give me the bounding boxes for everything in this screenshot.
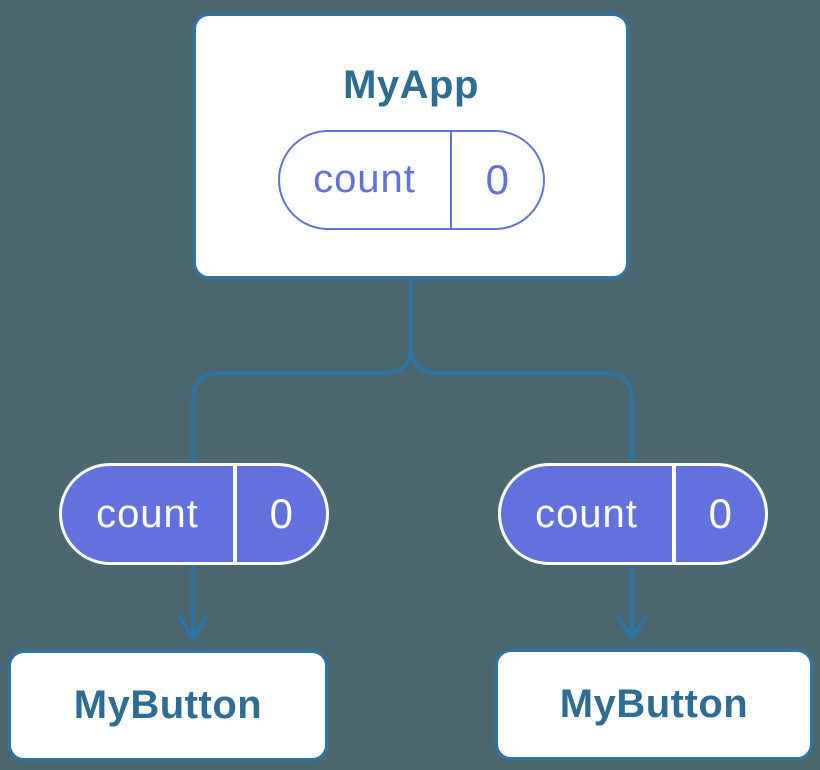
state-pill: count 0	[498, 463, 768, 565]
child-component-card: MyButton	[495, 649, 813, 760]
component-title: MyButton	[559, 682, 749, 726]
child-component-card: MyButton	[8, 650, 328, 761]
state-name: count	[313, 157, 416, 201]
component-title: MyButton	[73, 683, 263, 727]
state-value: 0	[269, 490, 293, 537]
pill-divider	[449, 131, 452, 228]
pill-divider	[672, 466, 676, 562]
pill-divider	[233, 466, 237, 562]
state-value: 0	[708, 490, 732, 537]
parent-component-card: MyApp count 0	[193, 13, 629, 279]
state-pill: count 0	[277, 129, 545, 230]
state-value: 0	[485, 155, 509, 203]
arrow-down-icon	[177, 614, 209, 644]
component-title: MyApp	[343, 62, 479, 107]
arrow-down-icon	[616, 614, 648, 644]
state-pill: count 0	[59, 463, 329, 565]
branch-left-connector	[191, 346, 413, 638]
branch-right-connector	[409, 346, 634, 638]
state-name: count	[535, 491, 638, 536]
state-name: count	[96, 491, 199, 536]
